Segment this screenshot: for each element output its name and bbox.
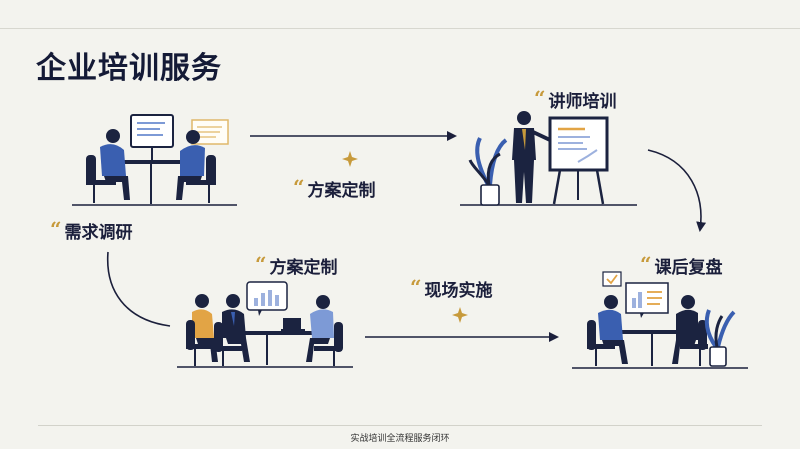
sparkle-icon (342, 151, 358, 167)
step-label-review: “课后复盘 (640, 252, 723, 278)
person-icon (186, 294, 218, 366)
quote-icon: “ (293, 175, 305, 199)
person-icon (672, 295, 708, 366)
whiteboard-icon (548, 116, 609, 205)
quote-icon: “ (640, 252, 652, 276)
step-label-plan-bottom: “方案定制 (255, 252, 338, 278)
quote-icon: “ (255, 252, 267, 276)
review-scene (572, 271, 748, 369)
arrow-training-to-review (647, 149, 707, 232)
step-label-research: “需求调研 (50, 217, 133, 243)
plant-icon (468, 137, 508, 206)
quote-icon: “ (410, 275, 422, 299)
person-icon (214, 294, 250, 366)
training-scene (460, 111, 637, 206)
connector-research-to-meeting (106, 251, 171, 327)
meeting-scene (177, 281, 353, 368)
step-label-onsite: “现场实施 (410, 275, 493, 301)
presenter-icon (512, 111, 551, 203)
top-divider (0, 28, 800, 29)
research-scene (72, 114, 237, 206)
plant-icon (704, 309, 736, 367)
quote-icon: “ (50, 217, 62, 241)
page-title: 企业培训服务 (36, 51, 222, 86)
monitor-icon (130, 114, 174, 160)
person-icon (587, 295, 628, 366)
person-icon (306, 295, 343, 366)
bottom-divider (38, 425, 762, 426)
step-label-training: “讲师培训 (534, 86, 617, 112)
chart-icon (625, 282, 669, 318)
step-label-plan-top: “方案定制 (293, 175, 376, 201)
person-icon (86, 129, 130, 203)
footer-caption: 实战培训全流程服务闭环 (350, 434, 450, 444)
chart-icon (246, 281, 288, 316)
sparkle-icon (452, 307, 468, 323)
quote-icon: “ (534, 86, 546, 110)
person-icon (176, 130, 216, 203)
checklist-icon (602, 271, 622, 287)
